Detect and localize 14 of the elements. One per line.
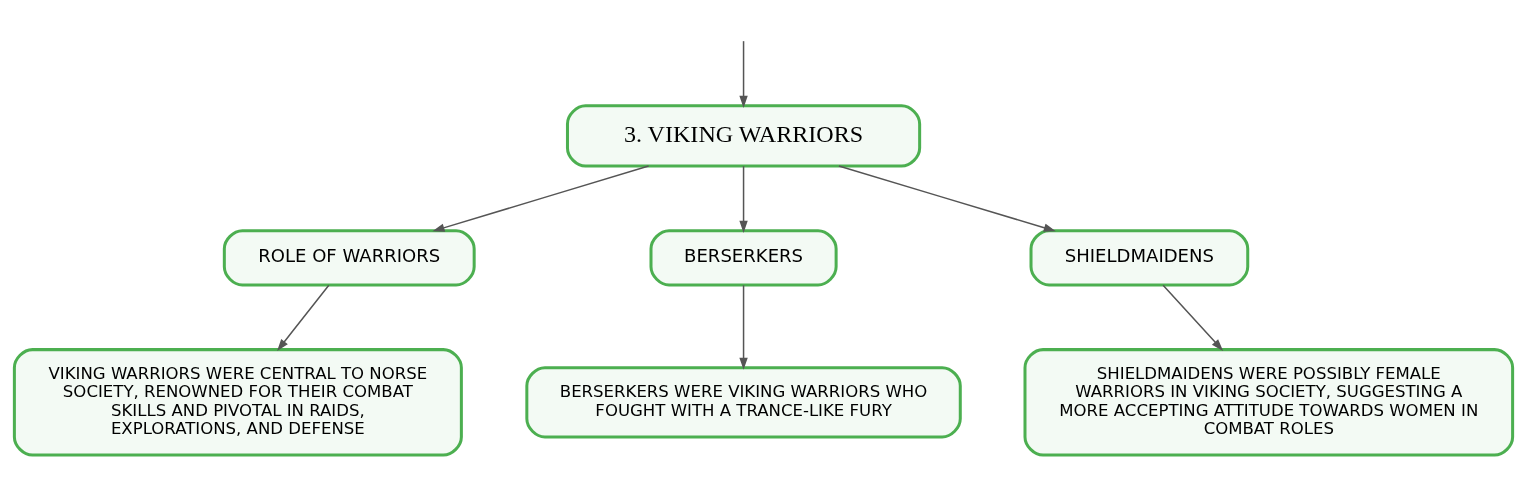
node-box: SHIELDMAIDENS: [1029, 228, 1250, 286]
arrow: [1162, 284, 1224, 351]
arrow: [277, 284, 330, 351]
arrow: [432, 164, 650, 232]
arrow: [838, 164, 1056, 232]
node-box: SHIELDMAIDENS WERE POSSIBLY FEMALE WARRIORS IN VIKING SOCIETY, SUGGESTING A MORE ACCEPTING ATTITUDE TOWARDS WOMEN IN COMBAT ROLES: [1023, 347, 1515, 456]
arrow: [739, 164, 748, 233]
node-box: BERSERKERS: [649, 228, 838, 286]
node-box: BERSERKERS WERE VIKING WARRIORS WHO FOUGHT WITH A TRANCE-LIKE FURY: [525, 365, 962, 438]
arrow: [739, 284, 748, 370]
node-box: 3. VIKING WARRIORS: [565, 103, 922, 168]
node-box: ROLE OF WARRIORS: [222, 228, 476, 286]
node-box: VIKING WARRIORS WERE CENTRAL TO NORSE SOCIETY, RENOWNED FOR THEIR COMBAT SKILLS AND PIVOTAL IN RAIDS, EXPLORATIONS, AND DEFENSE: [12, 347, 463, 456]
arrow: [739, 39, 748, 108]
